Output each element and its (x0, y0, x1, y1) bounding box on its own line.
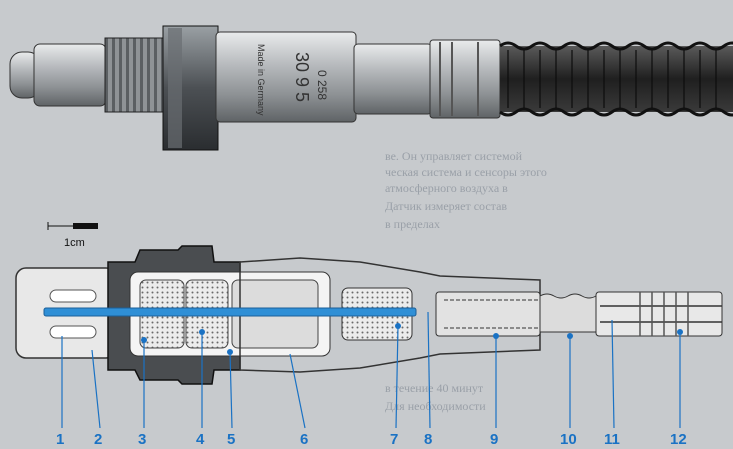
callout-number: 11 (604, 431, 620, 448)
callout-number: 1 (56, 431, 64, 448)
callout-number: 6 (300, 431, 308, 448)
callout-numbers: 1 2 3 4 5 6 7 8 9 10 11 12 (56, 431, 687, 448)
bg-text-line: в течение 40 минут (385, 381, 484, 395)
exterior-thread (104, 37, 166, 113)
callout-number: 12 (670, 431, 687, 448)
exterior-probe-tube (33, 43, 107, 107)
callout-number: 8 (424, 431, 432, 448)
bg-text-line: Для необходимости (385, 399, 486, 413)
section-cable-sleeve (595, 291, 723, 337)
scale-bar-label: 1cm (64, 237, 85, 249)
callout-number: 5 (227, 431, 235, 448)
bg-text-line: ве. Он управляет системой (385, 149, 523, 163)
housing-marking: 30 9 5 (292, 52, 312, 102)
bg-text-line: ческая система и сенсоры этого (385, 165, 547, 179)
exterior-hex-face (168, 28, 182, 148)
callout-number: 10 (560, 431, 577, 448)
exterior-sleeve (353, 43, 433, 115)
callout-dots (141, 323, 683, 355)
housing-marking: Made in Germany (256, 44, 266, 116)
callout-number: 2 (94, 431, 102, 448)
section-housing-shell (239, 257, 541, 373)
scale-bar: 1cm (47, 222, 98, 249)
callout-number: 7 (390, 431, 398, 448)
sensor-exterior: 0 258 30 9 5 Made in Germany (9, 25, 733, 151)
section-sensor-element (43, 307, 417, 317)
callout-leaders (61, 311, 681, 429)
callout-number: 4 (196, 431, 205, 448)
bg-text-line: в пределах (385, 217, 440, 231)
background-text: ве. Он управляет системой ческая система… (385, 149, 547, 413)
section-connector-body (435, 291, 541, 337)
callout-number: 3 (138, 431, 146, 448)
housing-marking: 0 258 (315, 70, 329, 100)
bg-text-line: атмосферного воздуха в (385, 181, 508, 195)
sensor-cross-section (15, 245, 723, 385)
callout-number: 9 (490, 431, 498, 448)
bg-text-line: Датчик измеряет состав (385, 199, 507, 213)
exterior-cable (499, 41, 733, 117)
exterior-housing (215, 31, 357, 123)
